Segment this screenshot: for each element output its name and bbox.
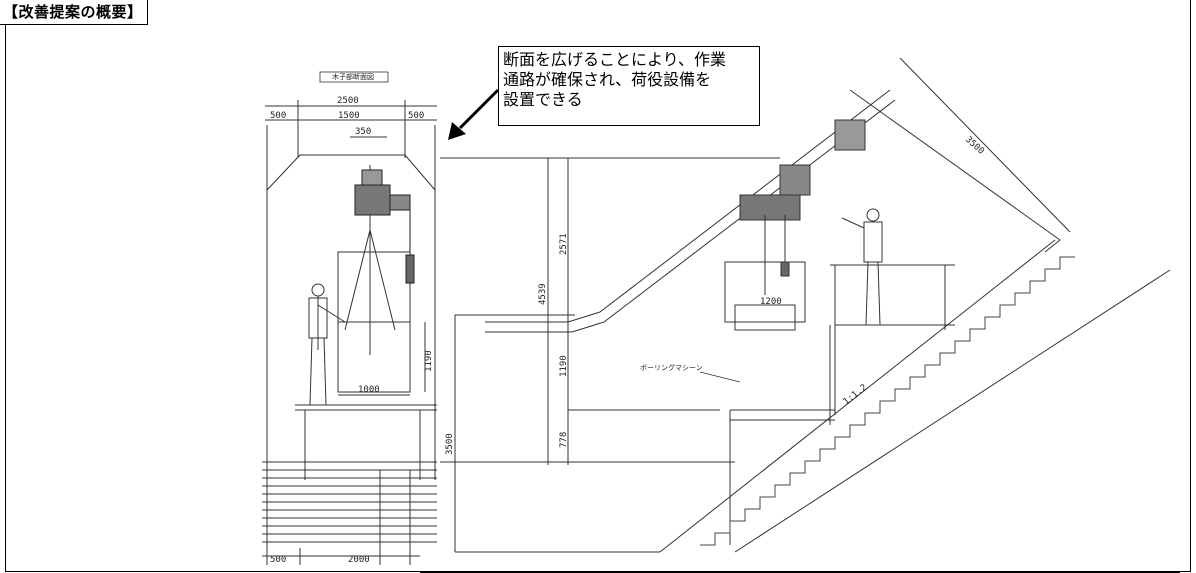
callout-arrow [458,88,500,130]
boring-machine-label: ボーリングマシーン [640,363,703,372]
dim-slope-length: 3500 [963,135,986,157]
dim-center: 1500 [338,111,360,121]
dim-left-margin: 500 [270,111,286,121]
dim-total-height: 4539 [538,283,548,305]
front-header-label: 木子部断面図 [332,72,374,81]
front-view-section [262,100,437,565]
slope-ratio-label: 1:1.2 [842,383,870,408]
dim-bottom-width: 2000 [348,555,370,565]
dim-top-width: 350 [355,127,371,137]
dim-front-machine-width: 1000 [358,385,380,395]
front-worker-figure [308,283,346,406]
figure-title: 【改善提案の概要】 [0,0,148,25]
dim-right-margin: 500 [408,111,424,121]
dim-lower-height: 778 [559,432,569,448]
front-machine-head [354,169,415,285]
side-view-section [440,57,1171,553]
dim-middle-height: 1190 [559,355,569,377]
dim-overall-height: 3500 [445,433,455,455]
dim-front-machine-height: 1190 [424,350,434,372]
dim-side-machine-width: 1200 [760,297,782,307]
slope-stairs [700,256,1075,546]
dim-bottom-left: 500 [270,555,286,565]
side-worker-figure [841,208,883,326]
dim-upper-height: 2571 [559,233,569,255]
dim-total-width: 2500 [337,96,359,106]
callout-box: 断面を広げることにより、作業 通路が確保され、荷役設備を 設置できる [498,46,760,126]
